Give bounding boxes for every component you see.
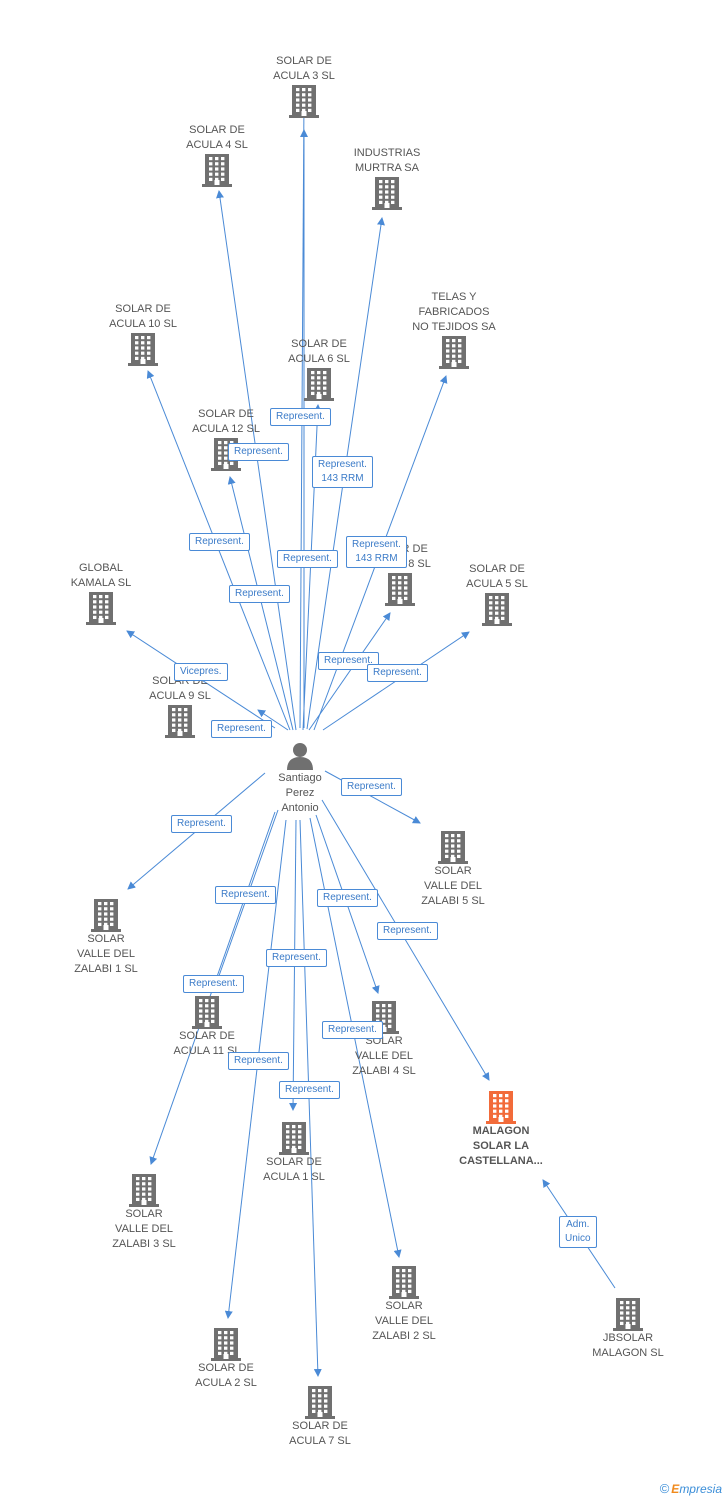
building-icon: [151, 1327, 301, 1361]
building-icon: [245, 1385, 395, 1419]
node-label: SOLAR DE ACULA 12 SL: [192, 408, 260, 435]
company-node-zalabi5[interactable]: SOLAR VALLE DEL ZALABI 5 SL: [378, 830, 528, 909]
company-node-zalabi2[interactable]: SOLAR VALLE DEL ZALABI 2 SL: [329, 1265, 479, 1344]
node-label: SOLAR VALLE DEL ZALABI 4 SL: [352, 1035, 416, 1077]
building-icon: [312, 176, 462, 210]
relation-label[interactable]: Represent.: [341, 778, 402, 796]
building-icon: [68, 332, 218, 366]
building-icon: [379, 335, 529, 369]
relation-label[interactable]: Represent.: [317, 889, 378, 907]
node-label: SOLAR DE ACULA 6 SL: [288, 338, 350, 365]
relation-edge: [321, 799, 490, 1081]
relation-label[interactable]: Represent.: [215, 886, 276, 904]
relation-label[interactable]: Represent.: [367, 664, 428, 682]
company-node-acula6[interactable]: SOLAR DE ACULA 6 SL: [244, 337, 394, 401]
relation-label[interactable]: Represent. 143 RRM: [312, 456, 373, 488]
relation-label[interactable]: Represent.: [229, 585, 290, 603]
building-icon: [229, 84, 379, 118]
company-node-zalabi3[interactable]: SOLAR VALLE DEL ZALABI 3 SL: [69, 1173, 219, 1252]
node-label: SOLAR DE ACULA 1 SL: [263, 1156, 325, 1183]
node-label: SOLAR VALLE DEL ZALABI 2 SL: [372, 1300, 436, 1342]
node-label: JBSOLAR MALAGON SL: [592, 1332, 664, 1359]
relation-label[interactable]: Represent.: [270, 408, 331, 426]
relation-edge: [257, 709, 289, 731]
relation-edge: [308, 612, 391, 731]
building-icon: [26, 591, 176, 625]
relation-label[interactable]: Vicepres.: [174, 663, 228, 681]
company-node-acula1[interactable]: SOLAR DE ACULA 1 SL: [219, 1121, 369, 1185]
person-node[interactable]: Santiago Perez Antonio: [225, 741, 375, 816]
node-label: SOLAR DE ACULA 7 SL: [289, 1420, 351, 1447]
company-node-telas[interactable]: TELAS Y FABRICADOS NO TEJIDOS SA: [379, 290, 529, 369]
building-icon: [244, 367, 394, 401]
node-label: INDUSTRIAS MURTRA SA: [353, 147, 421, 174]
company-node-acula10[interactable]: SOLAR DE ACULA 10 SL: [68, 302, 218, 366]
building-icon: [31, 898, 181, 932]
relation-label[interactable]: Represent.: [277, 550, 338, 568]
node-label: SOLAR VALLE DEL ZALABI 3 SL: [112, 1208, 176, 1250]
building-icon: [553, 1297, 703, 1331]
relation-label[interactable]: Represent.: [228, 1052, 289, 1070]
node-label: SOLAR DE ACULA 2 SL: [195, 1362, 257, 1389]
person-icon: [225, 741, 375, 771]
relation-edge: [227, 476, 294, 731]
company-node-acula11[interactable]: SOLAR DE ACULA 11 SL: [132, 995, 282, 1059]
building-icon: [329, 1265, 479, 1299]
company-node-acula3[interactable]: SOLAR DE ACULA 3 SL: [229, 54, 379, 118]
building-icon: [142, 153, 292, 187]
relation-label[interactable]: Represent.: [189, 533, 250, 551]
company-node-malagon[interactable]: MALAGON SOLAR LA CASTELLANA...: [426, 1090, 576, 1169]
building-icon: [422, 592, 572, 626]
building-icon: [69, 1173, 219, 1207]
relation-label[interactable]: Represent.: [211, 720, 272, 738]
relation-label[interactable]: Represent.: [228, 443, 289, 461]
building-icon: [426, 1090, 576, 1124]
node-label: SOLAR DE ACULA 3 SL: [273, 55, 335, 82]
brand-initial: E: [671, 1482, 680, 1496]
building-icon: [132, 995, 282, 1029]
relation-label[interactable]: Represent.: [318, 652, 379, 670]
relation-edge: [324, 770, 421, 824]
company-node-zalabi1[interactable]: SOLAR VALLE DEL ZALABI 1 SL: [31, 898, 181, 977]
relation-label[interactable]: Represent.: [171, 815, 232, 833]
node-label: SOLAR DE ACULA 10 SL: [109, 303, 177, 330]
node-label: SOLAR VALLE DEL ZALABI 1 SL: [74, 933, 138, 975]
company-node-global[interactable]: GLOBAL KAMALA SL: [26, 561, 176, 625]
company-node-acula7[interactable]: SOLAR DE ACULA 7 SL: [245, 1385, 395, 1449]
company-node-murtra[interactable]: INDUSTRIAS MURTRA SA: [312, 146, 462, 210]
relation-label[interactable]: Represent.: [183, 975, 244, 993]
relation-label[interactable]: Represent. 143 RRM: [346, 536, 407, 568]
relation-label[interactable]: Adm. Unico: [559, 1216, 597, 1248]
company-node-acula5[interactable]: SOLAR DE ACULA 5 SL: [422, 562, 572, 626]
relation-label[interactable]: Represent.: [322, 1021, 383, 1039]
node-label: GLOBAL KAMALA SL: [70, 562, 132, 589]
node-label: MALAGON SOLAR LA CASTELLANA...: [459, 1125, 543, 1167]
building-icon: [325, 572, 475, 606]
brand-name: mpresia: [679, 1482, 722, 1496]
company-node-acula2[interactable]: SOLAR DE ACULA 2 SL: [151, 1327, 301, 1391]
relation-label[interactable]: Represent.: [266, 949, 327, 967]
node-label: Santiago Perez Antonio: [278, 772, 322, 814]
node-label: SOLAR VALLE DEL ZALABI 5 SL: [421, 865, 485, 907]
company-node-acula4[interactable]: SOLAR DE ACULA 4 SL: [142, 123, 292, 187]
node-label: SOLAR DE ACULA 5 SL: [466, 563, 528, 590]
company-node-zalabi4[interactable]: SOLAR VALLE DEL ZALABI 4 SL: [309, 1000, 459, 1079]
building-icon: [219, 1121, 369, 1155]
brand-mark: ©Empresia: [660, 1481, 722, 1496]
building-icon: [378, 830, 528, 864]
company-node-jbsolar[interactable]: JBSOLAR MALAGON SL: [553, 1297, 703, 1361]
relation-label[interactable]: Represent.: [377, 922, 438, 940]
copyright-symbol: ©: [659, 1481, 670, 1496]
node-label: TELAS Y FABRICADOS NO TEJIDOS SA: [412, 291, 496, 333]
relation-label[interactable]: Represent.: [279, 1081, 340, 1099]
node-label: SOLAR DE ACULA 4 SL: [186, 124, 248, 151]
building-icon: [105, 704, 255, 738]
